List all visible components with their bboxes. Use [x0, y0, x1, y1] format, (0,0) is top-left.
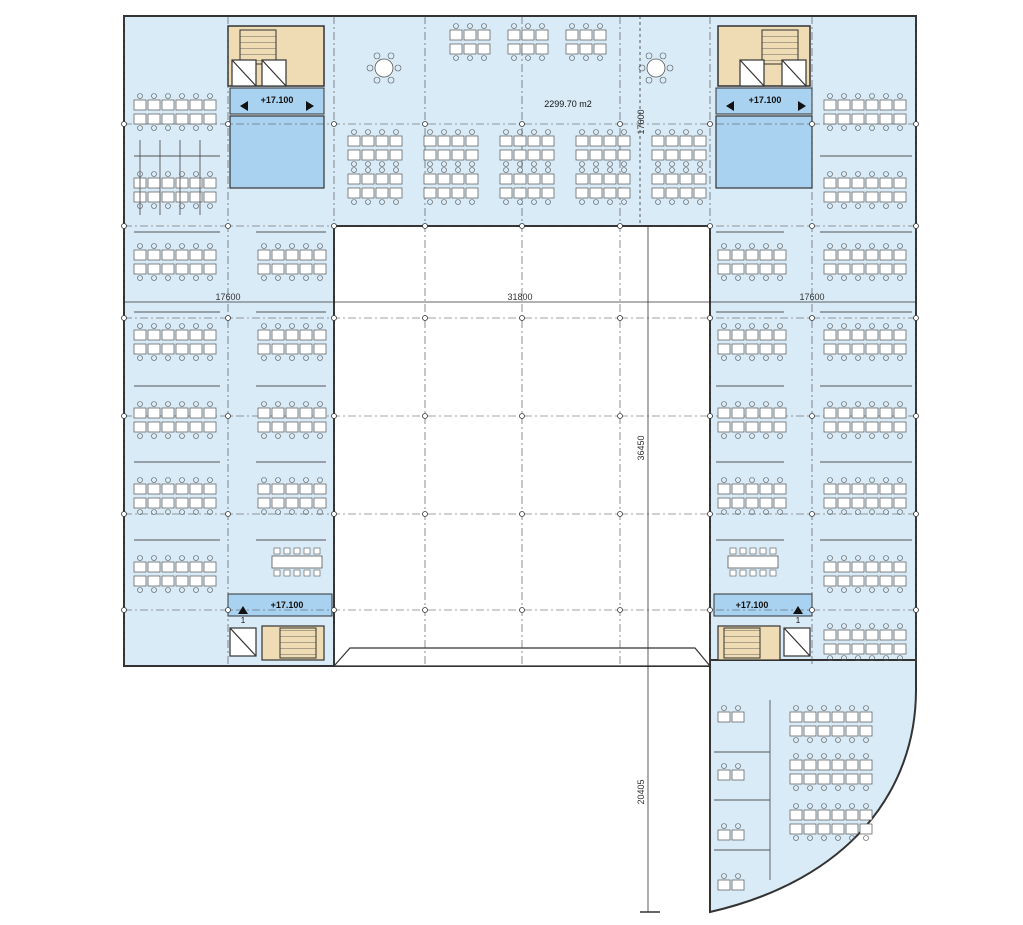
desk-cluster-icon: [133, 401, 217, 439]
desk-cluster-icon: [789, 753, 873, 791]
meeting-table-icon: [727, 547, 779, 577]
dim-top-depth: 17600: [636, 109, 646, 134]
floor-area-label: 2299.70 m2: [544, 99, 592, 109]
desk-cluster-icon: [257, 323, 327, 361]
desk-cluster-icon: [717, 823, 745, 841]
level-label-bottom-left: +17.100: [271, 600, 304, 610]
level-label-top-left: +17.100: [261, 95, 294, 105]
desk-cluster-icon: [347, 129, 403, 167]
desk-cluster-icon: [575, 129, 631, 167]
core-bottom-right: [713, 593, 813, 661]
desk-cluster-icon: [347, 167, 403, 205]
level-arrow-icon: [238, 101, 806, 614]
desk-cluster-icon: [423, 129, 479, 167]
desk-cluster-icon: [717, 873, 745, 891]
desk-cluster-icon: [823, 623, 907, 661]
desk-cluster-icon: [717, 477, 787, 515]
desk-cluster-icon: [823, 243, 907, 281]
dim-wing-left: 17600: [215, 292, 240, 302]
desk-cluster-icon: [499, 129, 555, 167]
desk-cluster-icon: [257, 477, 327, 515]
desk-cluster-icon: [575, 167, 631, 205]
desk-cluster-icon: [823, 401, 907, 439]
lift-number-left: 1: [241, 616, 246, 625]
desk-cluster-icon: [717, 323, 787, 361]
desk-cluster-icon: [133, 93, 217, 131]
desk-cluster-icon: [133, 323, 217, 361]
desk-cluster-icon: [133, 477, 217, 515]
level-label-top-right: +17.100: [749, 95, 782, 105]
desk-cluster-icon: [133, 243, 217, 281]
meeting-table-icon: [271, 547, 323, 577]
round-table-icon: [638, 52, 674, 84]
dim-tail-length: 20405: [636, 779, 646, 804]
desk-cluster-icon: [823, 171, 907, 209]
dim-courtyard-width: 31800: [507, 292, 532, 302]
desk-cluster-icon: [789, 803, 873, 841]
desk-cluster-icon: [717, 705, 745, 723]
desk-cluster-icon: [789, 705, 873, 743]
furniture-layout: [133, 23, 912, 891]
desk-cluster-icon: [257, 243, 327, 281]
desk-cluster-icon: [133, 171, 217, 209]
desk-cluster-icon: [717, 401, 787, 439]
lift-number-right: 1: [796, 616, 801, 625]
desk-cluster-icon: [423, 167, 479, 205]
desk-cluster-icon: [651, 167, 707, 205]
desk-cluster-icon: [823, 555, 907, 593]
desk-cluster-icon: [717, 243, 787, 281]
elevator-icon: [229, 59, 811, 657]
desk-cluster-icon: [499, 167, 555, 205]
structural-grid: [121, 16, 919, 666]
desk-cluster-icon: [717, 763, 745, 781]
desk-cluster-icon: [823, 93, 907, 131]
desk-cluster-icon: [823, 323, 907, 361]
desk-cluster-icon: [565, 23, 607, 61]
desk-cluster-icon: [449, 23, 491, 61]
level-label-bottom-right: +17.100: [736, 600, 769, 610]
dim-courtyard-height: 36450: [636, 435, 646, 460]
desk-cluster-icon: [133, 555, 217, 593]
round-table-icon: [366, 52, 402, 84]
desk-cluster-icon: [507, 23, 549, 61]
desk-cluster-icon: [651, 129, 707, 167]
core-bottom-left: [227, 593, 333, 661]
desk-cluster-icon: [257, 401, 327, 439]
desk-cluster-icon: [823, 477, 907, 515]
dim-wing-right: 17600: [799, 292, 824, 302]
